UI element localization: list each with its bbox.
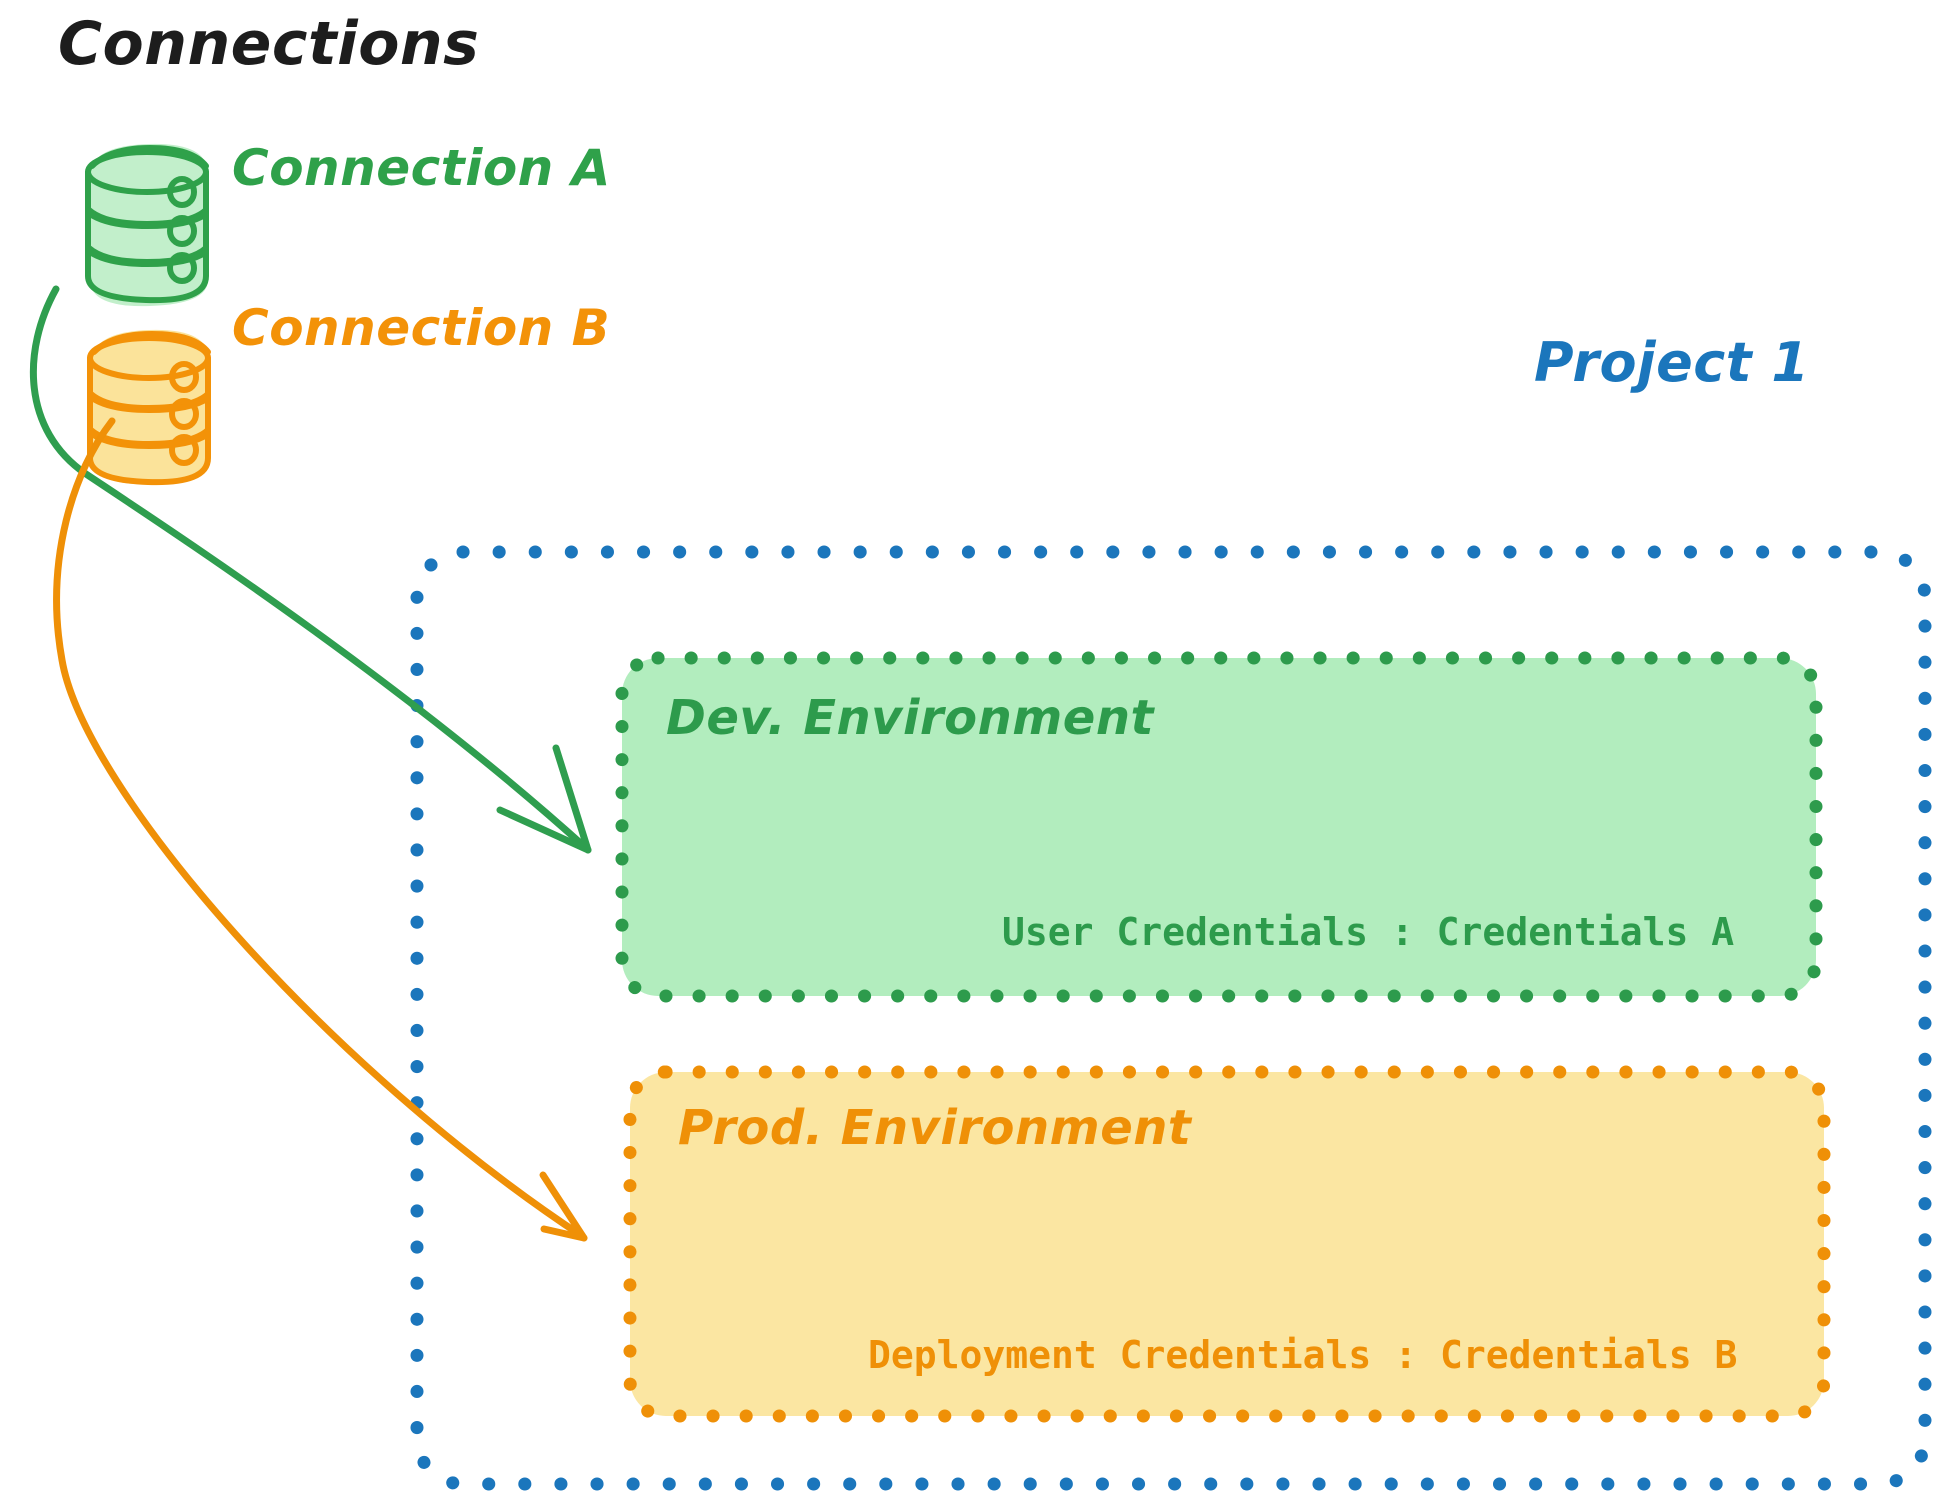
dev-environment-credentials: User Credentials : Credentials A (1002, 910, 1735, 954)
connection-b-to-prod-arrow (53, 417, 588, 1242)
project-1-container[interactable] (410, 545, 1932, 1491)
database-cylinder-icon-b[interactable] (87, 329, 211, 486)
page-title: Connections (58, 9, 480, 79)
dev-environment-title: Dev. Environment (666, 690, 1154, 746)
dev-environment-box[interactable] (615, 651, 1823, 1003)
connection-a-label[interactable]: Connection A (232, 139, 611, 197)
database-cylinder-icon-a[interactable] (85, 143, 209, 307)
connection-a-to-dev-arrow (29, 285, 592, 854)
prod-environment-box[interactable] (623, 1065, 1831, 1423)
prod-environment-credentials: Deployment Credentials : Credentials B (868, 1333, 1738, 1377)
prod-environment-title: Prod. Environment (678, 1100, 1192, 1156)
connection-b-label[interactable]: Connection B (232, 299, 611, 357)
project-1-label: Project 1 (1534, 331, 1810, 394)
